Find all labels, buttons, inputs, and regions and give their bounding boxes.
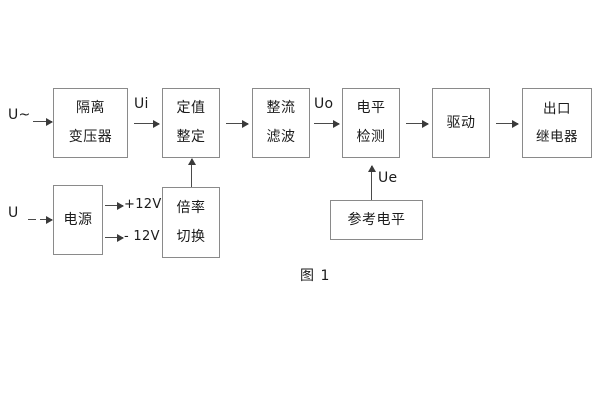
block-rectify-filter: 整流 滤波 xyxy=(252,88,310,158)
block-rectify-filter-line2: 滤波 xyxy=(266,129,296,145)
signal-ui-label: Ui xyxy=(134,96,149,112)
block-power-supply-line1: 电源 xyxy=(63,211,93,228)
positive-rail-label: +12V xyxy=(124,197,162,212)
block-setting-value-line2: 整定 xyxy=(176,129,206,145)
block-reference-level-line1: 参考电平 xyxy=(347,211,406,228)
block-rectify-filter-line1: 整流 xyxy=(266,100,296,117)
block-isolation-transformer: 隔离 变压器 xyxy=(53,88,128,158)
block-output-relay: 出口 继电器 xyxy=(522,88,592,158)
arrow-drive-to-relay xyxy=(496,119,519,128)
negative-rail-label: - 12V xyxy=(124,229,160,244)
block-output-relay-line2: 继电器 xyxy=(536,129,578,145)
dc-input-label: U xyxy=(8,205,19,221)
block-power-supply: 电源 xyxy=(53,185,103,255)
arrow-setting-to-rectify xyxy=(226,119,249,128)
signal-uo-label: Uo xyxy=(314,96,334,112)
figure-caption: 图 1 xyxy=(300,268,331,284)
block-multiplier-switch-line2: 切换 xyxy=(176,228,206,245)
dc-input-arrow xyxy=(40,215,53,224)
negative-rail-arrow xyxy=(105,233,124,242)
signal-uo-arrow xyxy=(314,119,340,128)
dc-input-dash-1 xyxy=(28,219,36,220)
signal-ue-arrow xyxy=(367,165,376,200)
block-level-detect-line2: 检测 xyxy=(356,129,386,145)
arrow-multiplier-to-setting xyxy=(187,158,196,187)
block-level-detect-line1: 电平 xyxy=(356,100,386,117)
block-multiplier-switch-line1: 倍率 xyxy=(176,199,206,216)
block-isolation-transformer-line2: 变压器 xyxy=(68,129,113,145)
block-output-relay-line1: 出口 xyxy=(543,100,571,117)
block-reference-level: 参考电平 xyxy=(330,200,423,240)
block-drive: 驱动 xyxy=(432,88,490,158)
block-setting-value: 定值 整定 xyxy=(162,88,220,158)
block-drive-line1: 驱动 xyxy=(446,114,476,131)
arrow-level-to-drive xyxy=(406,119,429,128)
signal-ue-label: Ue xyxy=(378,170,398,186)
ac-input-arrow xyxy=(33,117,53,126)
block-isolation-transformer-line1: 隔离 xyxy=(76,100,105,117)
block-multiplier-switch: 倍率 切换 xyxy=(162,187,220,258)
block-level-detect: 电平 检测 xyxy=(342,88,400,158)
block-setting-value-line1: 定值 xyxy=(176,100,206,117)
ac-input-label: U~ xyxy=(8,107,31,123)
positive-rail-arrow xyxy=(105,201,124,210)
signal-ui-arrow xyxy=(134,119,160,128)
